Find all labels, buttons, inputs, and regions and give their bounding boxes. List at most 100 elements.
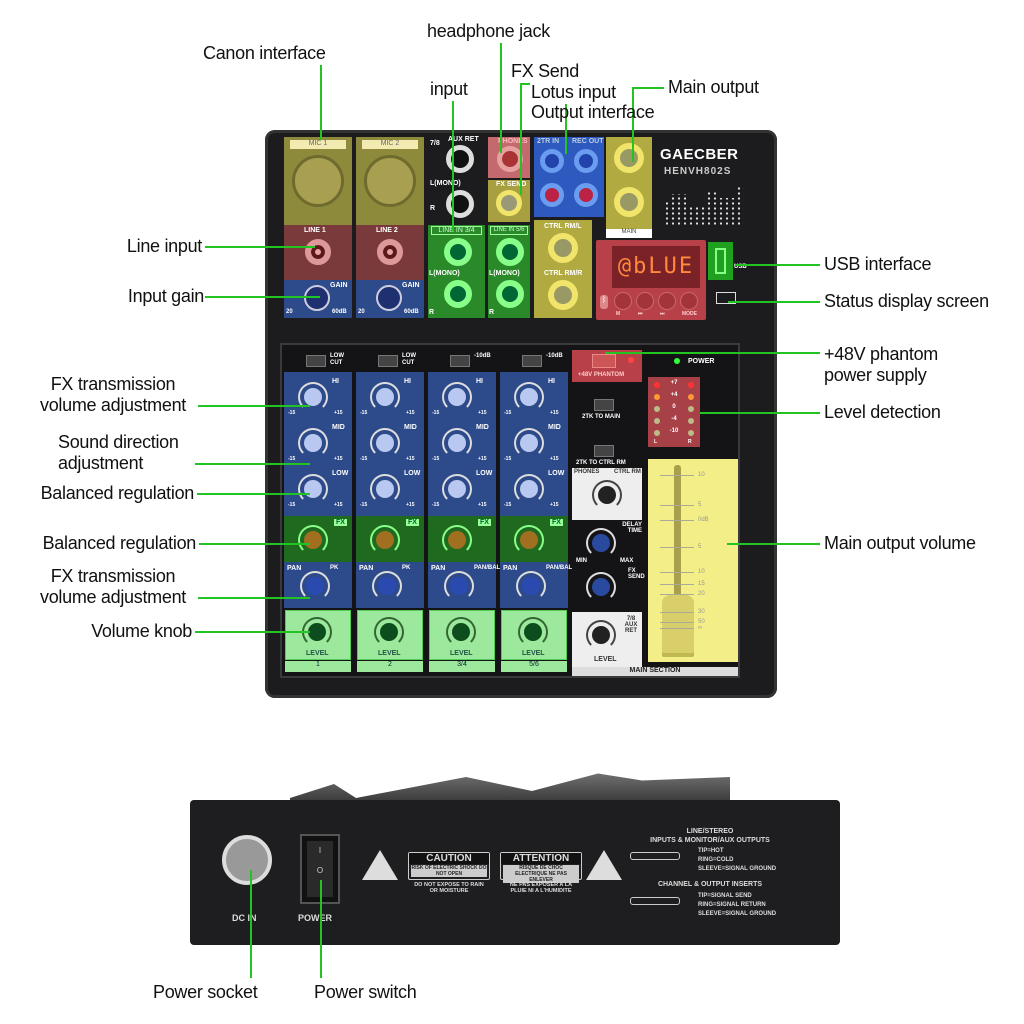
callout-main-output: Main output [668, 77, 759, 97]
line-jack[interactable] [305, 239, 331, 265]
gain-knob[interactable] [376, 285, 402, 311]
eq-min: -15 [360, 502, 368, 508]
xlr-jack[interactable] [292, 155, 344, 207]
eq-mid-knob[interactable] [370, 428, 400, 458]
player-button[interactable] [614, 292, 632, 310]
fx-send-knob[interactable] [298, 525, 328, 555]
main-l-jack[interactable] [614, 143, 644, 173]
fader-track [674, 465, 681, 605]
player-button[interactable] [658, 292, 676, 310]
delay-time-knob[interactable] [586, 528, 616, 558]
phones-panel: PHONES [488, 137, 530, 178]
dc-in-socket[interactable] [222, 835, 272, 885]
fx-send-knob[interactable] [514, 525, 544, 555]
delay-max-label: MAX [620, 558, 634, 564]
fx-send-master-knob[interactable] [586, 572, 616, 602]
fx-send-jack[interactable] [496, 190, 522, 216]
mic2-label: MIC 2 [362, 140, 418, 149]
tr-in-label: 2TR IN [537, 138, 560, 145]
mic1-panel: MIC 1 [284, 137, 352, 225]
eq-mid-knob[interactable] [442, 428, 472, 458]
dc-in-label: DC IN [232, 913, 257, 923]
eq-low-knob[interactable] [370, 474, 400, 504]
channel-switch-label: -10dB [546, 353, 563, 359]
line-in-4-jack[interactable] [444, 280, 472, 308]
ctrl-rm-l-jack[interactable] [548, 233, 578, 263]
player-button[interactable] [680, 292, 698, 310]
channel-number: 1 [285, 661, 351, 672]
channel-switch-button[interactable] [450, 355, 470, 367]
channel-switch-button[interactable] [378, 355, 398, 367]
eq-max: +15 [550, 456, 559, 462]
main-section-title: MAIN SECTION [572, 667, 738, 676]
phones-volume-knob[interactable] [592, 480, 622, 510]
channel-level-knob[interactable] [518, 617, 548, 647]
gain-knob[interactable] [304, 285, 330, 311]
r-label: R [429, 309, 435, 316]
channel-number: 5/6 [501, 661, 567, 672]
l-mono-label: L(MONO) [430, 180, 461, 187]
eq-hi-knob[interactable] [514, 382, 544, 412]
channel-switch-button[interactable] [306, 355, 326, 367]
channel-level-knob[interactable] [446, 617, 476, 647]
pan-label: PAN [503, 565, 518, 572]
ctrl-rm-r-jack[interactable] [548, 280, 578, 310]
eq-low-knob[interactable] [442, 474, 472, 504]
eq-min: -15 [360, 456, 368, 462]
eq-mid-label: MID [476, 424, 489, 431]
eq-min: -15 [432, 410, 440, 416]
callout-input-gain: Input gain [127, 286, 204, 306]
xlr-jack[interactable] [364, 155, 416, 207]
fader-scale-label: 5 [698, 502, 702, 508]
main-fader-handle[interactable] [662, 595, 694, 657]
fader-tick [660, 584, 694, 585]
line2-label: LINE 2 [376, 227, 398, 234]
callout-lotus-input: Lotus input [531, 82, 616, 102]
caution-title: CAUTION [409, 853, 489, 864]
pan-knob[interactable] [372, 571, 402, 601]
channel-switch-button[interactable] [522, 355, 542, 367]
line1-label: LINE 1 [304, 227, 326, 234]
pan-knob[interactable] [300, 571, 330, 601]
eq-min: -15 [288, 502, 296, 508]
fader-scale-label: 50 [698, 619, 705, 625]
eq-low-knob[interactable] [514, 474, 544, 504]
rca-jack[interactable] [574, 149, 598, 173]
rca-jack[interactable] [540, 183, 564, 207]
eq-hi-knob[interactable] [442, 382, 472, 412]
rec-out-label: REC OUT [572, 138, 604, 145]
player-button-label: M [616, 311, 621, 317]
2tk-to-ctrl-rm-label: 2TK TO CTRL RM [576, 460, 626, 466]
fx-badge: FX [478, 519, 491, 526]
fx-send-knob[interactable] [370, 525, 400, 555]
eq-mid-knob[interactable] [298, 428, 328, 458]
eq-mid-knob[interactable] [514, 428, 544, 458]
eq-hi-knob[interactable] [298, 382, 328, 412]
rca-jack[interactable] [574, 183, 598, 207]
pan-knob[interactable] [444, 571, 474, 601]
channel-level-knob[interactable] [374, 617, 404, 647]
player-button[interactable] [636, 292, 654, 310]
pan-knob[interactable] [516, 571, 546, 601]
usb-port[interactable] [708, 242, 733, 280]
fader-scale-label: 30 [698, 609, 705, 615]
line-in-3-jack[interactable] [444, 238, 472, 266]
eq-hi-knob[interactable] [370, 382, 400, 412]
line-in-6-jack[interactable] [496, 280, 524, 308]
phantom-power-button[interactable] [592, 354, 616, 368]
aux-ret-level-knob[interactable] [586, 620, 616, 650]
eq-low-knob[interactable] [298, 474, 328, 504]
main-r-jack[interactable] [614, 187, 644, 217]
line-in-5-jack[interactable] [496, 238, 524, 266]
fx-send-knob[interactable] [442, 525, 472, 555]
rca-jack[interactable] [540, 149, 564, 173]
2tk-to-main-button[interactable] [594, 399, 614, 411]
aux-ret-r-jack[interactable] [446, 190, 474, 218]
meter-led-r [688, 418, 694, 424]
aux-ret-l-jack[interactable] [446, 145, 474, 173]
2tk-to-ctrl-rm-button[interactable] [594, 445, 614, 457]
player-button-label: MODE [682, 311, 697, 317]
line-jack[interactable] [377, 239, 403, 265]
